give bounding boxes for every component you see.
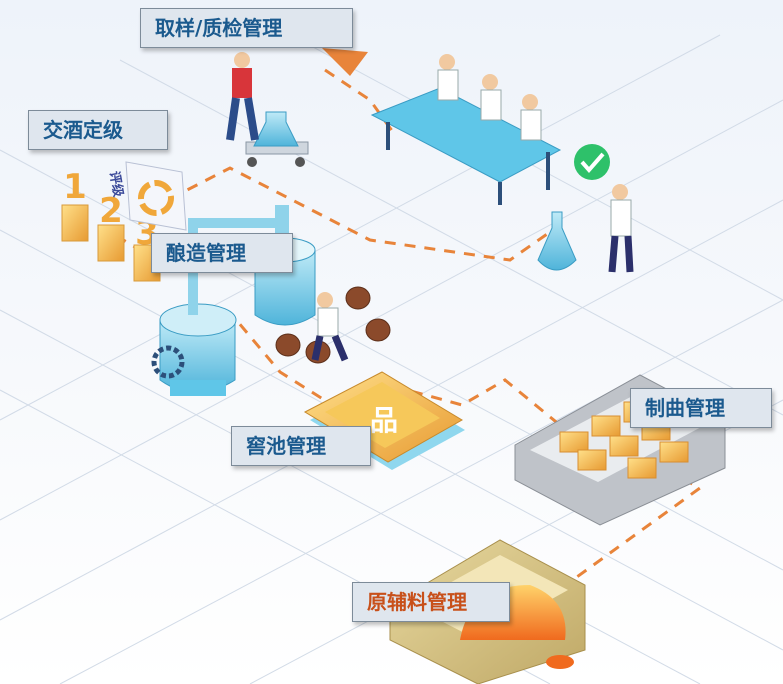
lab-bench: [370, 87, 562, 205]
fermentation-pit: 品: [303, 371, 465, 470]
label-koji: 制曲管理: [630, 388, 772, 428]
pit-glyph: 品: [370, 404, 398, 437]
rank-1: 1: [63, 167, 87, 207]
inspector: [608, 184, 634, 273]
label-pit: 窖池管理: [231, 426, 371, 466]
sampling-cart: [245, 111, 309, 167]
label-grading: 交酒定级: [28, 110, 168, 150]
worker-sampling: [226, 52, 259, 141]
label-sampling-qc: 取样/质检管理: [140, 8, 353, 48]
label-brewing: 酿造管理: [151, 233, 293, 273]
rating-board: 评级: [106, 161, 187, 231]
check-icon: [574, 144, 610, 180]
qc-flask: [537, 211, 577, 271]
rating-board-text: 评级: [106, 170, 126, 199]
floor-grid: [0, 34, 783, 684]
flow-arrow-head: [322, 48, 368, 76]
lab-workers: [437, 54, 542, 141]
rank-2: 2: [99, 191, 123, 231]
label-raw-materials: 原辅料管理: [352, 582, 510, 622]
worker-brewing: [311, 292, 349, 362]
